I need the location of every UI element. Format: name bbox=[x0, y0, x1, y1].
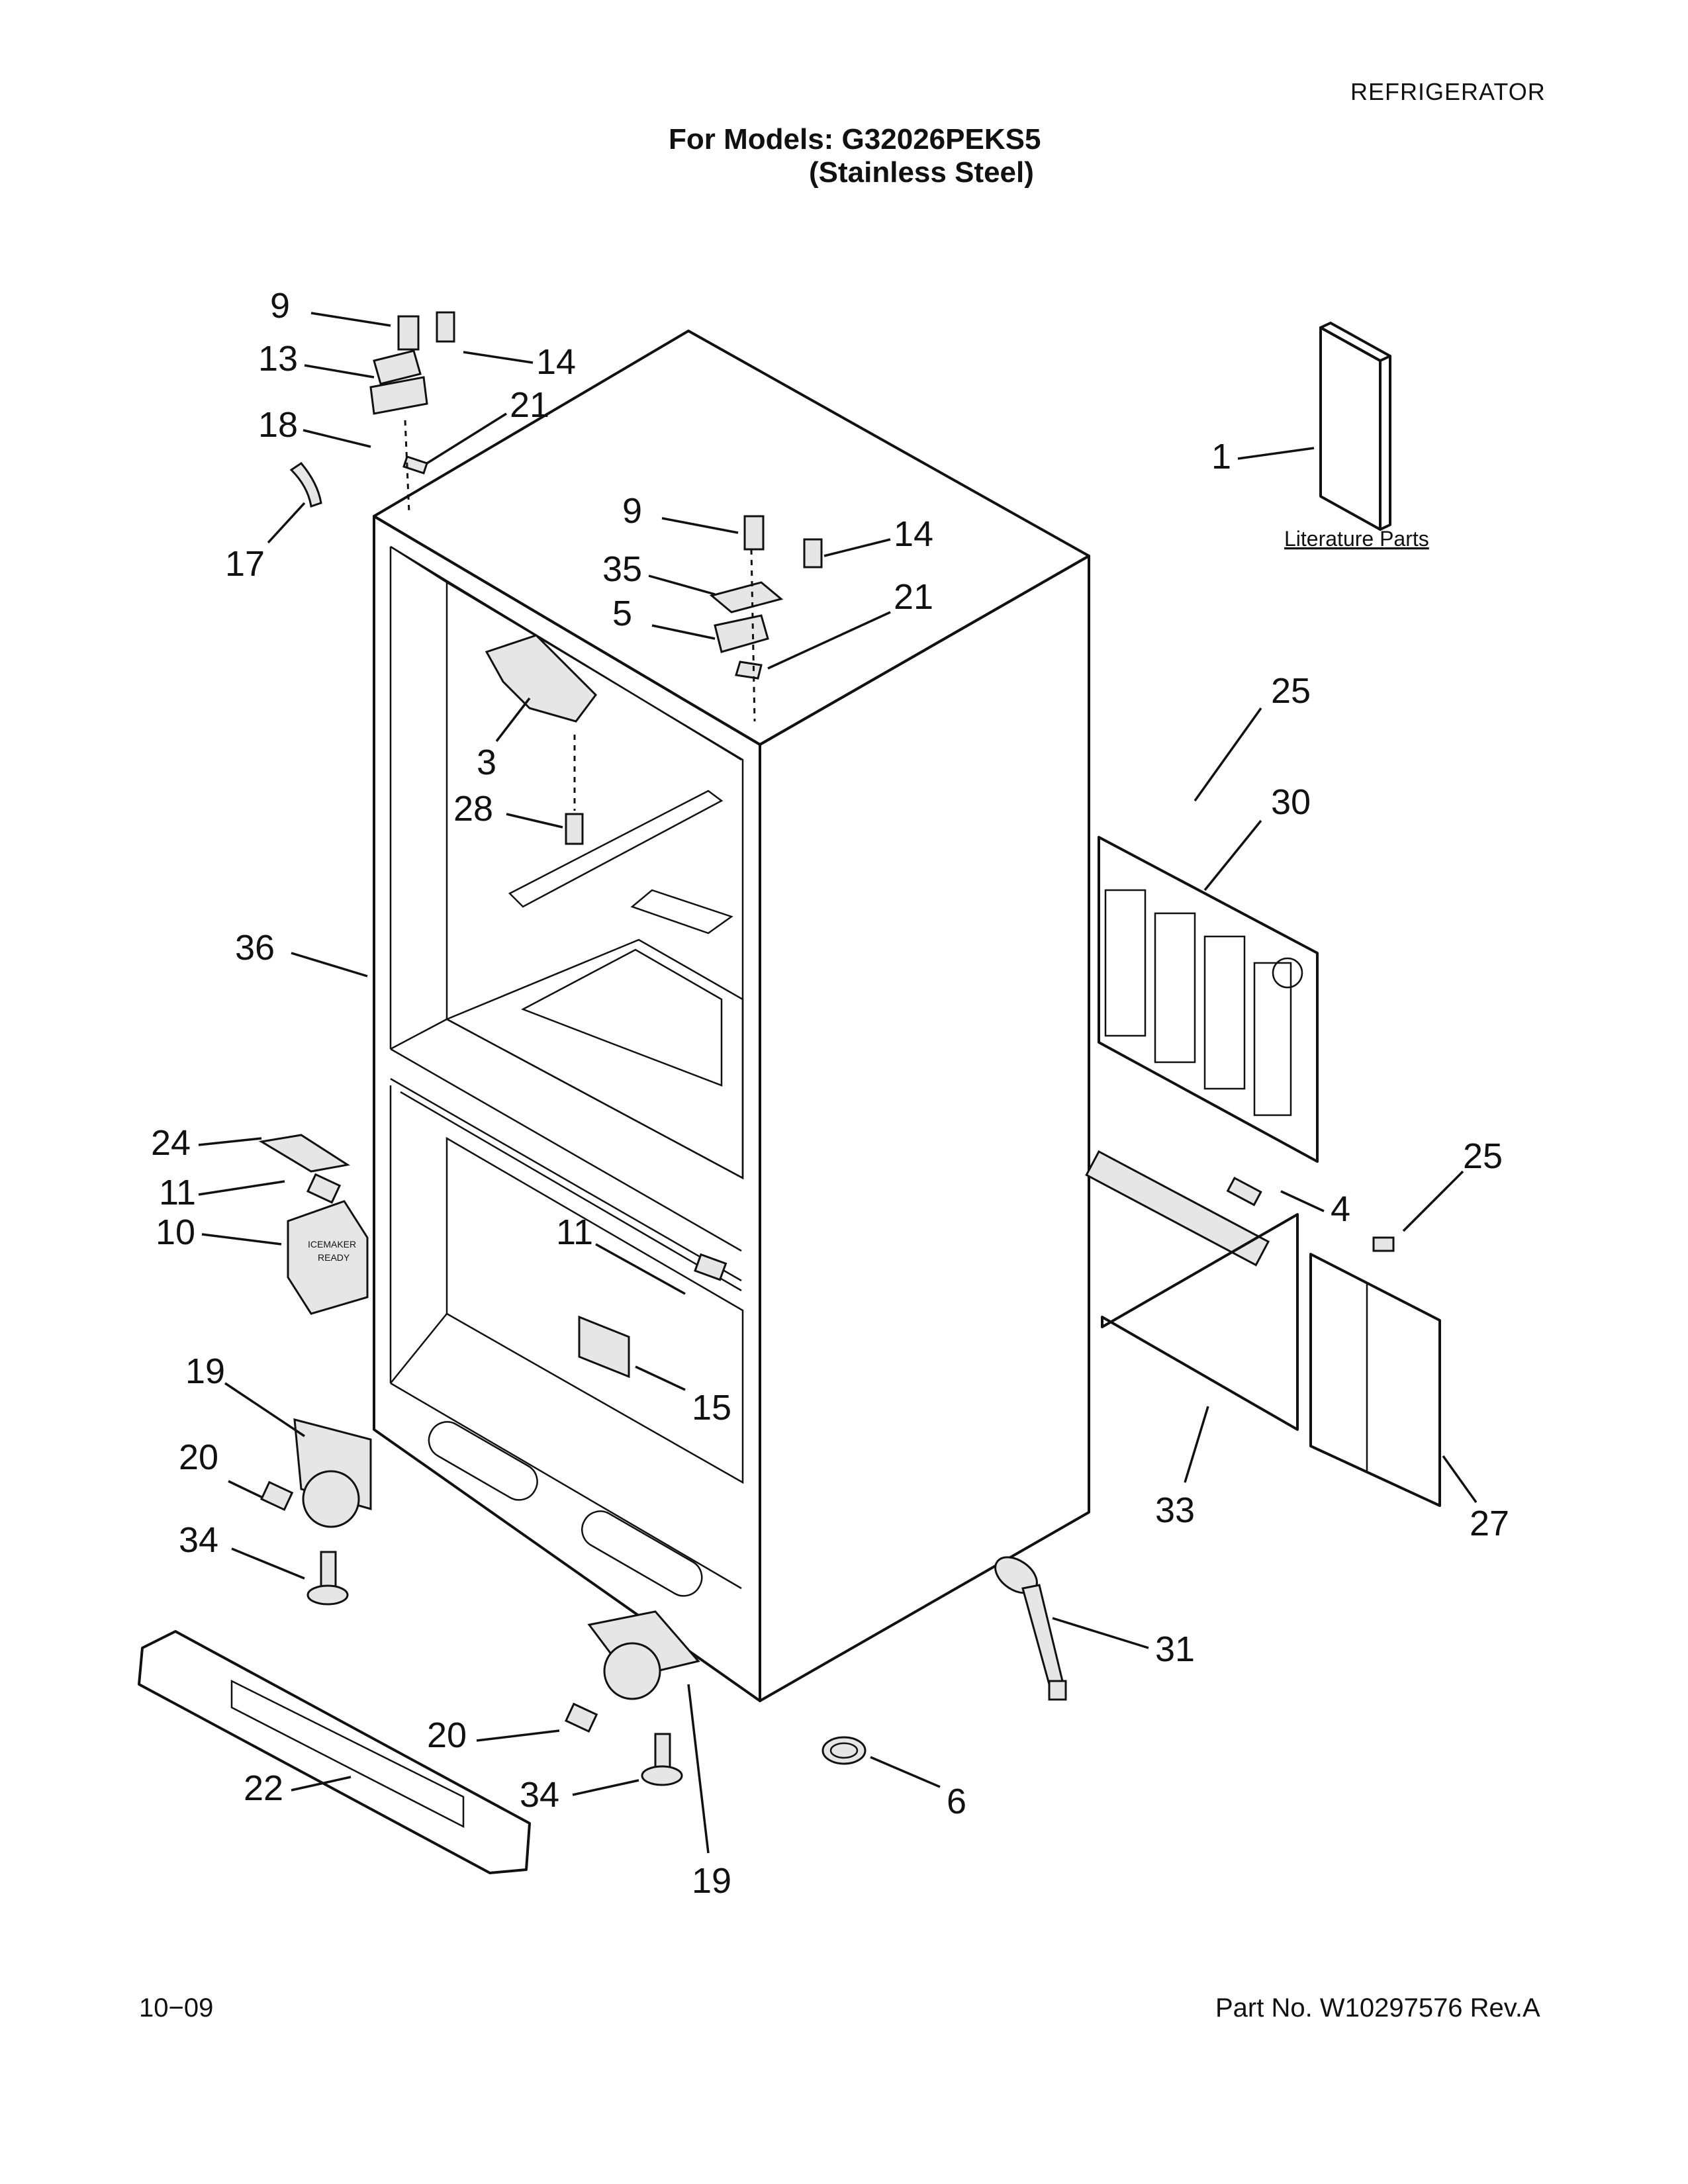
callout-14-b: 14 bbox=[894, 514, 933, 554]
callout-20-b: 20 bbox=[427, 1715, 467, 1755]
callout-35: 35 bbox=[602, 549, 642, 589]
callout-31: 31 bbox=[1155, 1629, 1195, 1669]
callout-18: 18 bbox=[258, 405, 298, 445]
callout-19: 19 bbox=[185, 1351, 225, 1391]
refrigerator-cabinet bbox=[373, 330, 1090, 1702]
callout-4: 4 bbox=[1331, 1189, 1350, 1229]
part-number: Part No. W10297576 Rev.A bbox=[1215, 1993, 1540, 2023]
revision-date: 10−09 bbox=[139, 1993, 214, 2023]
callout-14: 14 bbox=[536, 342, 576, 382]
callout-11-b: 11 bbox=[556, 1212, 593, 1252]
callout-17: 17 bbox=[225, 544, 265, 584]
front-roller-left bbox=[260, 1418, 372, 1606]
center-hinge bbox=[258, 1134, 351, 1204]
callout-6: 6 bbox=[947, 1782, 966, 1821]
callout-36: 36 bbox=[235, 928, 275, 968]
callout-25-b: 25 bbox=[1463, 1136, 1503, 1176]
callout-30: 30 bbox=[1271, 782, 1311, 822]
toe-grille bbox=[138, 1630, 531, 1874]
finish-subtitle: (Stainless Steel) bbox=[809, 156, 1034, 189]
callout-3: 3 bbox=[477, 743, 496, 782]
icemaker-badge-line1: ICEMAKER bbox=[308, 1239, 356, 1250]
models-title: For Models: G32026PEKS5 bbox=[669, 123, 1041, 156]
callout-25: 25 bbox=[1271, 671, 1311, 711]
icemaker-badge-line2: READY bbox=[318, 1252, 350, 1263]
top-hinge-right-parts bbox=[709, 515, 823, 722]
plug bbox=[821, 1736, 867, 1765]
callout-28: 28 bbox=[453, 789, 493, 829]
callout-1: 1 bbox=[1211, 437, 1231, 477]
callout-15: 15 bbox=[692, 1388, 731, 1428]
callout-27: 27 bbox=[1470, 1504, 1509, 1543]
callout-13: 13 bbox=[258, 339, 298, 379]
literature-book: Literature Parts bbox=[1284, 322, 1429, 551]
callout-21: 21 bbox=[510, 385, 549, 425]
callout-10: 10 bbox=[156, 1212, 195, 1252]
callouts: 9 13 14 18 21 17 9 14 35 5 21 3 28 1 25 … bbox=[151, 286, 1509, 1901]
cover-and-screw bbox=[485, 634, 597, 845]
icemaker-cover: ICEMAKER READY bbox=[287, 1200, 369, 1315]
front-roller-right bbox=[565, 1610, 700, 1786]
callout-9-b: 9 bbox=[622, 491, 642, 531]
top-hinge-left-parts bbox=[289, 311, 455, 514]
callout-9: 9 bbox=[270, 286, 290, 326]
callout-22: 22 bbox=[244, 1768, 283, 1808]
literature-parts-label: Literature Parts bbox=[1284, 527, 1429, 551]
callout-34-b: 34 bbox=[520, 1775, 559, 1815]
callout-19-b: 19 bbox=[692, 1861, 731, 1901]
callout-5: 5 bbox=[612, 594, 632, 633]
callout-21-b: 21 bbox=[894, 577, 933, 617]
freezer-hinge bbox=[578, 1253, 727, 1379]
rear-shield bbox=[1309, 1236, 1441, 1507]
access-panel bbox=[1085, 836, 1319, 1267]
insulation-pad bbox=[1101, 1213, 1299, 1431]
callout-20: 20 bbox=[179, 1437, 218, 1477]
callout-11: 11 bbox=[159, 1173, 196, 1212]
leveling-wrench bbox=[994, 1556, 1067, 1701]
callout-33: 33 bbox=[1155, 1490, 1195, 1530]
callout-34: 34 bbox=[179, 1520, 218, 1560]
callout-24: 24 bbox=[151, 1123, 191, 1163]
category-label: REFRIGERATOR bbox=[1350, 78, 1546, 105]
